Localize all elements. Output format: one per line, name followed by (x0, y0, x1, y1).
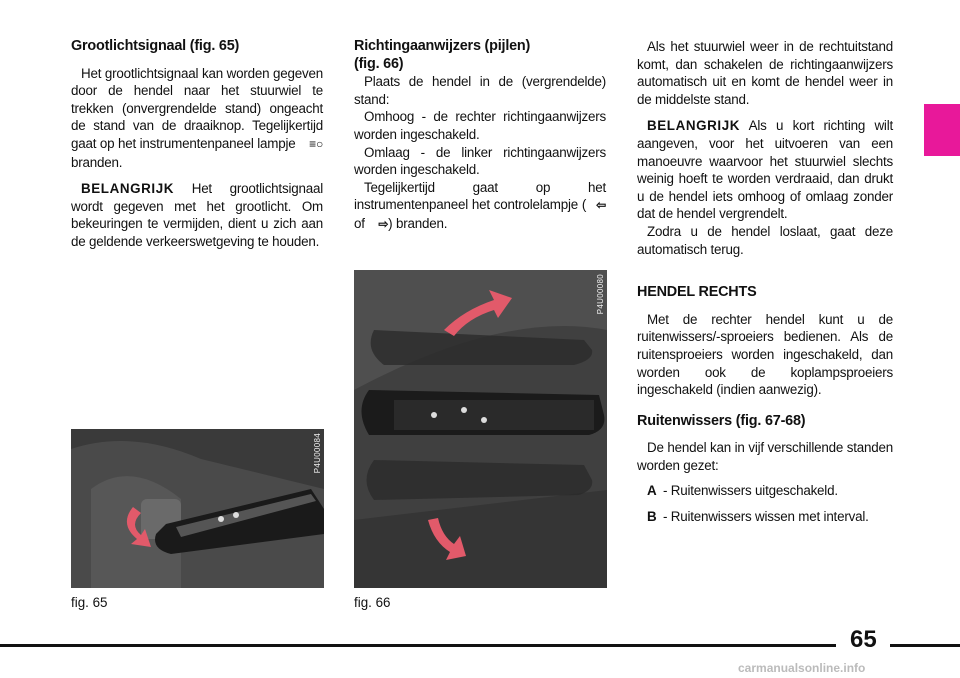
steering-stalk-illustration (71, 429, 324, 588)
paragraph: Zodra u de hendel loslaat, gaat deze aut… (637, 223, 893, 257)
paragraph: De hendel kan in vijf verschillende stan… (637, 440, 893, 473)
heading-text: Ruitenwissers (637, 412, 732, 429)
list-text: - Ruitenwissers wissen met interval. (663, 509, 869, 525)
turn-signal-stalk-illustration (354, 270, 607, 588)
important-note: BELANGRIJK Het grootlichtsignaal wordt g… (71, 180, 323, 250)
paragraph: Het grootlichtsignaal kan worden gegeven… (71, 65, 323, 172)
figure-caption: fig. 66 (354, 595, 391, 610)
section-heading-ruitenwissers: Ruitenwissers (fig. 67-68) (637, 413, 893, 431)
paragraph-text: ) branden. (388, 215, 448, 231)
paragraph: Plaats de hendel in de (vergrendelde) st… (354, 74, 606, 107)
figure-reference: (fig. 67-68) (735, 412, 806, 429)
column-middle: Richtingaanwijzers (pijlen) (fig. 66) Pl… (354, 38, 606, 234)
paragraph: Tegelijkertijd gaat op het instrumentenp… (354, 179, 606, 234)
footer-rule-left (0, 644, 836, 647)
important-text: Het grootlichtsignaal wordt gegeven met … (71, 181, 323, 249)
section-heading-richtingaanwijzers: Richtingaanwijzers (pijlen) (fig. 66) (354, 38, 606, 73)
high-beam-icon: ≡○ (309, 136, 323, 151)
section-heading-hendel-rechts: HENDEL RECHTS (637, 284, 757, 301)
list-key: B (647, 509, 657, 525)
figure-code: P4U00084 (313, 433, 322, 474)
figure-65-image: P4U00084 (71, 429, 324, 588)
paragraph: Omlaag - de linker richtingaanwijzers wo… (354, 144, 606, 178)
arrow-left-icon: ⇦ (596, 198, 606, 213)
paragraph-text: of (354, 215, 365, 231)
footer-rule-right (890, 644, 960, 647)
heading-text: Richtingaanwijzers (pijlen) (354, 38, 531, 54)
figure-code: P4U00080 (596, 274, 605, 315)
arrow-right-icon: ⇨ (378, 216, 389, 231)
figure-reference: (fig. 65) (189, 38, 240, 54)
paragraph: Omhoog - de rechter richtingaanwijzers w… (354, 109, 606, 142)
page-number: 65 (850, 626, 877, 653)
arrow-marker (126, 507, 151, 547)
column-left: Grootlichtsignaal (fig. 65) Het grootlic… (71, 38, 323, 251)
important-note: BELANGRIJK Als u kort richting wilt aang… (637, 117, 893, 223)
important-label: BELANGRIJK (647, 118, 741, 134)
list-item: A - Ruitenwissers uitgeschakeld. (647, 482, 893, 500)
figure-caption: fig. 65 (71, 595, 108, 610)
list-item: B - Ruitenwissers wissen met interval. (647, 508, 893, 526)
watermark: carmanualsonline.info (738, 661, 866, 675)
arrow-up-marker (444, 290, 512, 336)
figure-reference: (fig. 66) (354, 55, 404, 72)
section-tab-marker (924, 104, 960, 156)
paragraph: Met de rechter hendel kunt u de ruitenwi… (637, 311, 893, 398)
arrow-down-marker (428, 518, 466, 560)
heading-text: Grootlichtsignaal (71, 38, 186, 54)
paragraph-text: Tegelijkertijd gaat op het instrumentenp… (354, 179, 606, 213)
paragraph-text: Het grootlichtsignaal kan worden gegeven… (71, 65, 323, 151)
important-label: BELANGRIJK (81, 181, 175, 197)
list-key: A (647, 483, 657, 499)
paragraph-text-end: branden. (71, 154, 123, 170)
paragraph: Als het stuurwiel weer in de rechtuitsta… (637, 39, 893, 107)
figure-66-image: P4U00080 (354, 270, 607, 588)
section-heading-grootlichtsignaal: Grootlichtsignaal (fig. 65) (71, 38, 323, 56)
important-text: Als u kort richting wilt aangeven, voor … (637, 118, 893, 222)
list-text: - Ruitenwissers uitgeschakeld. (663, 483, 838, 499)
column-right: Als het stuurwiel weer in de rechtuitsta… (637, 38, 893, 526)
